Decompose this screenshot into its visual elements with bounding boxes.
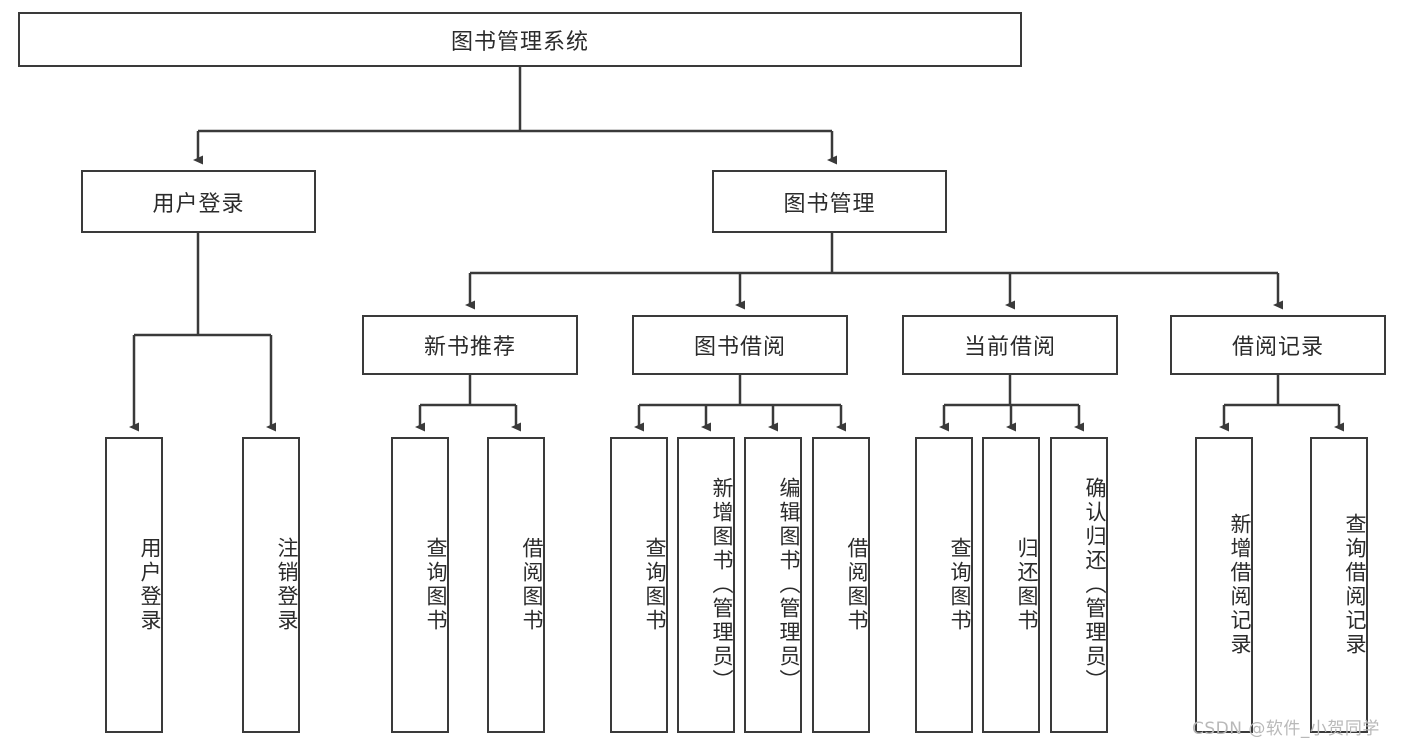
node-label: 借阅图书 — [520, 537, 544, 633]
node-label: 当前借阅 — [963, 335, 1056, 360]
node-label: 图书管理系统 — [450, 29, 589, 55]
node-root-system[interactable]: 图书管理系统 — [18, 12, 1022, 67]
leaf-current-return-book[interactable]: 归还图书 — [982, 437, 1040, 733]
node-label: 注销登录 — [275, 537, 299, 633]
node-label: 归还图书 — [1015, 537, 1039, 633]
node-book-management[interactable]: 图书管理 — [712, 170, 947, 233]
leaf-user-login-signin[interactable]: 用户登录 — [105, 437, 163, 733]
leaf-borrow-query-book[interactable]: 查询图书 — [610, 437, 668, 733]
leaf-record-add-record[interactable]: 新增借阅记录 — [1195, 437, 1253, 733]
node-label: 新增图书（管理员） — [710, 477, 734, 693]
leaf-recommend-borrow-book[interactable]: 借阅图书 — [487, 437, 545, 733]
leaf-record-query-record[interactable]: 查询借阅记录 — [1310, 437, 1368, 733]
node-label: 查询图书 — [948, 537, 972, 633]
node-book-borrow[interactable]: 图书借阅 — [632, 315, 848, 375]
leaf-current-query-book[interactable]: 查询图书 — [915, 437, 973, 733]
node-label: 新书推荐 — [423, 335, 516, 360]
node-label: 查询图书 — [643, 537, 667, 633]
node-label: 确认归还（管理员） — [1083, 477, 1107, 693]
leaf-current-confirm-return-admin[interactable]: 确认归还（管理员） — [1050, 437, 1108, 733]
node-label: 借阅记录 — [1231, 335, 1324, 360]
leaf-borrow-edit-book-admin[interactable]: 编辑图书（管理员） — [744, 437, 802, 733]
node-new-book-recommend[interactable]: 新书推荐 — [362, 315, 578, 375]
node-label: 借阅图书 — [845, 537, 869, 633]
node-label: 新增借阅记录 — [1228, 513, 1252, 657]
leaf-recommend-query-book[interactable]: 查询图书 — [391, 437, 449, 733]
node-label: 图书借阅 — [693, 335, 786, 360]
node-label: 编辑图书（管理员） — [777, 477, 801, 693]
node-label: 查询图书 — [424, 537, 448, 633]
leaf-borrow-borrow-book[interactable]: 借阅图书 — [812, 437, 870, 733]
node-borrow-record[interactable]: 借阅记录 — [1170, 315, 1386, 375]
watermark-text: CSDN @软件_小贺同学 — [1192, 719, 1380, 739]
node-user-login[interactable]: 用户登录 — [81, 170, 316, 233]
node-label: 用户登录 — [138, 537, 162, 633]
node-label: 查询借阅记录 — [1343, 513, 1367, 657]
node-label: 用户登录 — [152, 191, 245, 217]
leaf-user-login-signout[interactable]: 注销登录 — [242, 437, 300, 733]
leaf-borrow-add-book-admin[interactable]: 新增图书（管理员） — [677, 437, 735, 733]
node-label: 图书管理 — [783, 191, 876, 217]
node-current-borrow[interactable]: 当前借阅 — [902, 315, 1118, 375]
